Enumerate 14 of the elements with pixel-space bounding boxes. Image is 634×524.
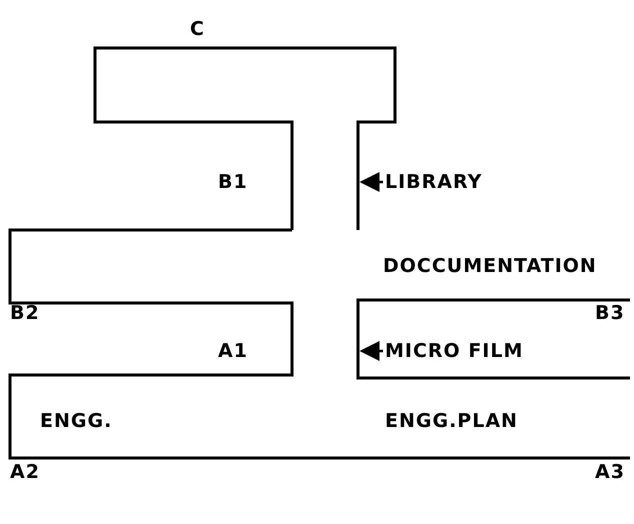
area-label: C <box>190 18 205 40</box>
room-label: MICRO FILM <box>385 340 524 362</box>
leader-arrow <box>360 341 383 361</box>
area-label: B3 <box>595 302 625 324</box>
leader-arrow <box>360 172 383 192</box>
room-label: LIBRARY <box>385 171 482 193</box>
room-label: ENGG. <box>40 410 112 432</box>
area-label: A3 <box>595 461 625 483</box>
area-label: A2 <box>10 461 40 483</box>
area-label: B2 <box>10 302 40 324</box>
room-label: DOCCUMENTATION <box>383 255 597 277</box>
area-label: B1 <box>218 171 248 193</box>
area-label: A1 <box>218 340 248 362</box>
room-label: ENGG.PLAN <box>385 410 518 432</box>
